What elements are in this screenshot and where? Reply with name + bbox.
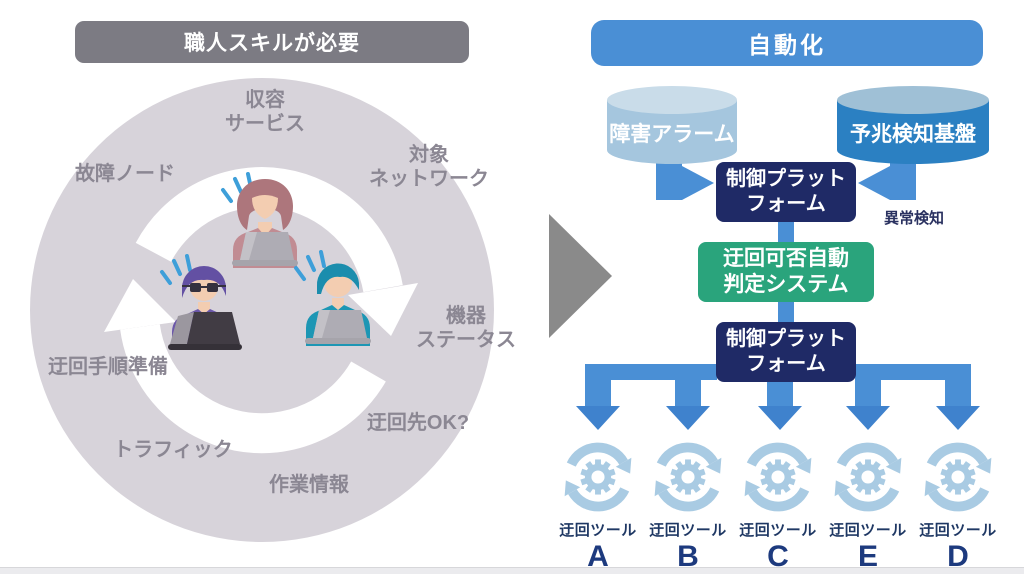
tool-letter: C: [767, 540, 789, 573]
bypass-tool-d: 迂回ツール D: [913, 436, 1003, 573]
arrowhead-right-icon: [682, 166, 714, 200]
glasses-icon: [182, 283, 226, 292]
tool-label: 迂回ツール: [739, 522, 817, 539]
laptop-icon: [187, 312, 240, 344]
ring-arrowhead-right-icon: [348, 283, 418, 336]
gear-cycle-icon: [557, 436, 639, 518]
label-bypass-destination-ok: 迂回先OK?: [366, 412, 470, 434]
label-work-info: 作業情報: [269, 474, 349, 496]
label-device-status: 機器 ステータス: [416, 305, 516, 351]
tool-letter: B: [677, 540, 699, 573]
label-traffic: トラフィック: [113, 439, 233, 461]
arrowhead-down-icon: [576, 406, 620, 430]
arrowhead-left-icon: [858, 166, 890, 200]
arrowhead-down-icon: [936, 406, 980, 430]
predictive-detection-label: 予兆検知基盤: [850, 123, 976, 146]
label-accommodated-service: 収容 サービス: [225, 89, 305, 135]
tool-label: 迂回ツール: [559, 522, 637, 539]
stress-marks-icon: [294, 250, 326, 281]
bypass-tool-e: 迂回ツール E: [823, 436, 913, 573]
control-platform-lower-box: 制御プラット フォーム: [716, 322, 856, 382]
operator-man-icon: [294, 250, 371, 346]
bypass-tool-b: 迂回ツール B: [643, 436, 733, 573]
label-bypass-procedure-prep: 迂回手順準備: [48, 356, 168, 378]
arrowhead-down-icon: [666, 406, 710, 430]
tool-label: 迂回ツール: [649, 522, 727, 539]
manual-scene-circle: [30, 78, 494, 542]
gear-cycle-icon: [647, 436, 729, 518]
manual-skill-title: 職人スキルが必要: [75, 21, 469, 63]
ring-arrowhead-left-icon: [104, 279, 176, 332]
automation-title: 自動化: [591, 20, 983, 66]
tool-letter: A: [587, 540, 609, 573]
platform-to-judgement-connector: [778, 220, 794, 244]
arrowhead-down-icon: [758, 406, 802, 430]
bottom-edge-strip: [0, 567, 1024, 574]
tool-letter: D: [947, 540, 969, 573]
ring-bottom-arc: [120, 323, 386, 454]
tool-letter: E: [857, 540, 878, 573]
database-cylinder-icon: [607, 86, 737, 164]
database-cylinder-icon: [837, 86, 989, 164]
gear-cycle-icon: [827, 436, 909, 518]
label-failed-node: 故障ノード: [75, 163, 175, 185]
tool-label: 迂回ツール: [829, 522, 907, 539]
failure-alarm-label: 障害アラーム: [609, 123, 735, 146]
bypass-tool-c: 迂回ツール C: [733, 436, 823, 573]
stress-marks-icon: [160, 254, 192, 285]
anomaly-detection-note: 異常検知: [884, 210, 945, 227]
predictive-detection-database: 予兆検知基盤: [835, 84, 991, 168]
tool-label: 迂回ツール: [919, 522, 997, 539]
control-platform-upper-box: 制御プラット フォーム: [716, 162, 856, 222]
gear-cycle-icon: [917, 436, 999, 518]
judgement-to-platform-connector: [778, 300, 794, 324]
bypass-tool-a: 迂回ツール A: [553, 436, 643, 573]
transform-triangle-icon: [549, 214, 612, 338]
operator-man-glasses-icon: [160, 254, 242, 350]
gear-cycle-icon: [737, 436, 819, 518]
operator-woman-icon: [221, 172, 298, 268]
branch-arrowheads: [576, 406, 980, 430]
arrowhead-down-icon: [846, 406, 890, 430]
bypass-judgement-system-box: 迂回可否自動 判定システム: [698, 242, 874, 302]
failure-alarm-database: 障害アラーム: [605, 84, 739, 168]
label-target-network: 対象 ネットワーク: [369, 144, 489, 190]
